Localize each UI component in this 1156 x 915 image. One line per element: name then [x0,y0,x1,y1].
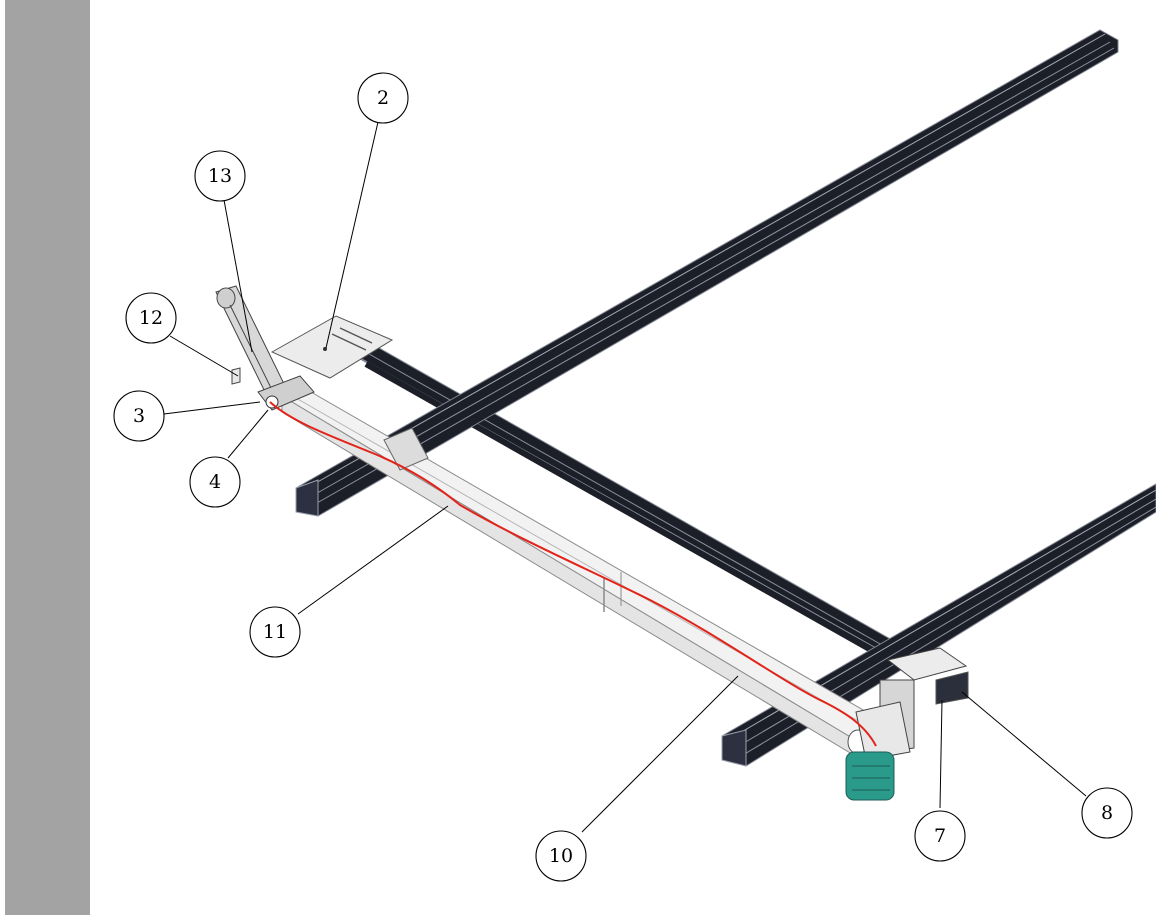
callout-12-label: 12 [139,307,163,329]
red-cable [269,401,877,747]
motor [845,751,895,801]
callout-8-label: 8 [1101,802,1113,824]
callout-10: 10 [535,830,587,882]
callout-11: 11 [249,606,301,658]
mounting-plate [270,315,394,379]
callout-12: 12 [125,292,177,344]
callout-2: 2 [357,72,409,124]
callout-7: 7 [914,810,966,862]
lower-cross-rail [721,483,1156,767]
callout-10-label: 10 [549,845,573,867]
bracket-12 [231,367,241,385]
drive-assembly [845,647,969,801]
upper-cross-rail [295,29,1119,517]
callout-4: 4 [189,456,241,508]
leader-lines [163,121,1087,833]
callout-8: 8 [1081,787,1133,839]
callout-3-label: 3 [133,405,145,427]
callout-2-label: 2 [377,87,389,109]
callout-4-label: 4 [209,471,221,493]
side-gray-strip [0,0,90,915]
callout-13-label: 13 [208,165,232,187]
cross-connector [383,427,429,471]
main-beam [280,387,885,761]
callout-11-label: 11 [263,621,287,643]
callout-3: 3 [113,390,165,442]
callout-7-label: 7 [934,825,946,847]
tilted-arm [215,285,315,411]
callout-13: 13 [194,150,246,202]
